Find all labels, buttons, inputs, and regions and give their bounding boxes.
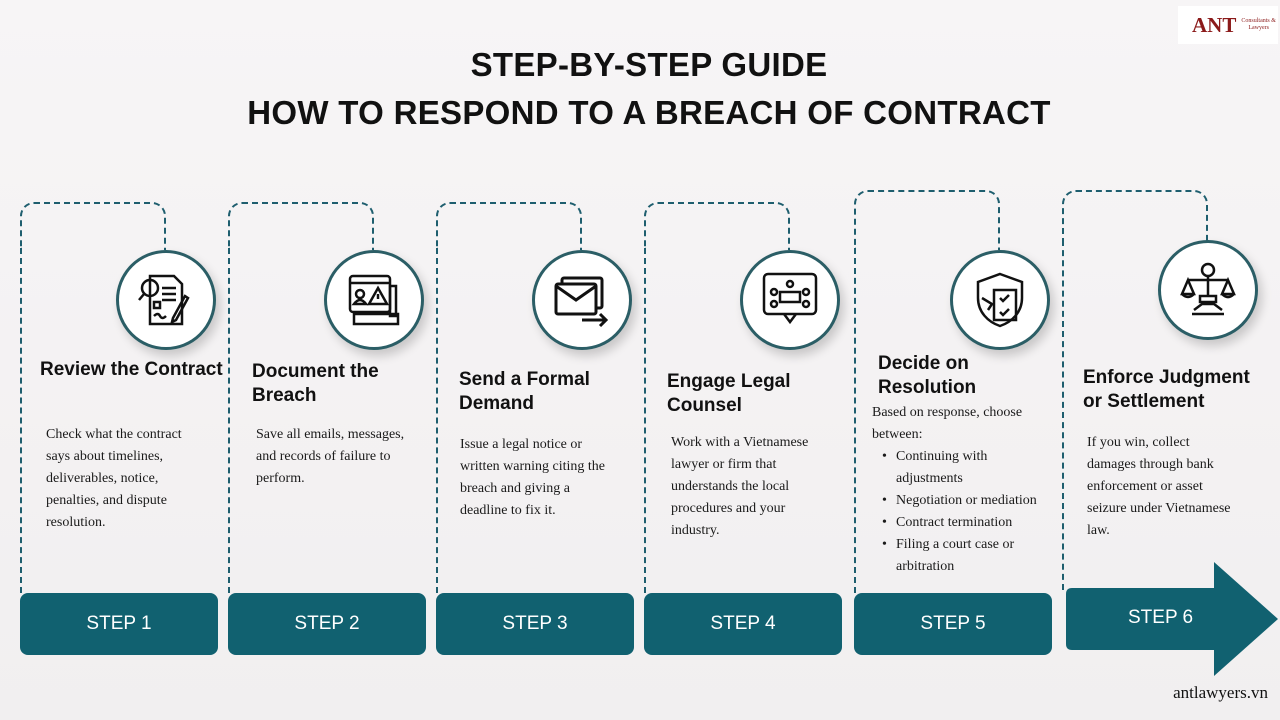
step-heading: Engage Legal Counsel [667, 371, 791, 416]
page-title: STEP-BY-STEP GUIDE [470, 46, 828, 83]
contract-review-icon [116, 250, 216, 350]
step-6: Enforce Judgment or Settlement If you wi… [1062, 0, 1262, 720]
bullet-item: Contract termination [872, 512, 1062, 534]
step-description: Based on response, choose between: Conti… [872, 402, 1062, 578]
step-heading: Review the Contract [40, 359, 223, 380]
step-heading: Document the Breach [252, 361, 379, 406]
step-3: Send a Formal Demand Issue a legal notic… [436, 0, 636, 720]
step-description: If you win, collect damages through bank… [1087, 435, 1231, 538]
step-2-button[interactable]: STEP 2 [228, 593, 426, 655]
step-1-button[interactable]: STEP 1 [20, 593, 218, 655]
step-4: Engage Legal Counsel Work with a Vietnam… [644, 0, 844, 720]
page-subtitle: HOW TO RESPOND TO A BREACH OF CONTRACT [247, 94, 1051, 131]
shield-checklist-icon [950, 250, 1050, 350]
step-1: Review the Contract Check what the contr… [20, 0, 223, 720]
bullet-item: Filing a court case or arbitration [872, 534, 1042, 578]
logo-mark: ANT [1192, 12, 1237, 37]
computer-warning-icon [324, 250, 424, 350]
step-6-label: STEP 6 [1128, 607, 1194, 628]
bullet-item: Negotiation or mediation [872, 490, 1062, 512]
step-intro: Based on response, choose between: [872, 405, 1023, 442]
step-5-button[interactable]: STEP 5 [854, 593, 1052, 655]
step-3-button[interactable]: STEP 3 [436, 593, 634, 655]
step-5: Decide on Resolution Based on response, … [854, 0, 1054, 720]
website-url: antlawyers.vn [1173, 683, 1268, 702]
bullet-item: Continuing with adjustments [872, 446, 1012, 490]
step-heading: Decide on Resolution [878, 353, 977, 398]
step-heading: Send a Formal Demand [459, 369, 590, 414]
step-4-button[interactable]: STEP 4 [644, 593, 842, 655]
step-description: Work with a Vietnamese lawyer or firm th… [671, 435, 809, 538]
step-2: Document the Breach Save all emails, mes… [228, 0, 428, 720]
step-description: Issue a legal notice or written warning … [460, 437, 606, 518]
meeting-icon [740, 250, 840, 350]
logo-sub: Consultants & Lawyers [1241, 18, 1276, 31]
send-mail-icon [532, 250, 632, 350]
step-description: Save all emails, messages, and records o… [256, 427, 405, 486]
ant-logo: ANT Consultants & Lawyers [1178, 6, 1278, 44]
step-description: Check what the contract says about timel… [46, 427, 182, 530]
step-6-button[interactable]: STEP 6 [1066, 562, 1280, 676]
justice-scale-icon [1158, 240, 1258, 340]
step-heading: Enforce Judgment or Settlement [1083, 367, 1250, 412]
